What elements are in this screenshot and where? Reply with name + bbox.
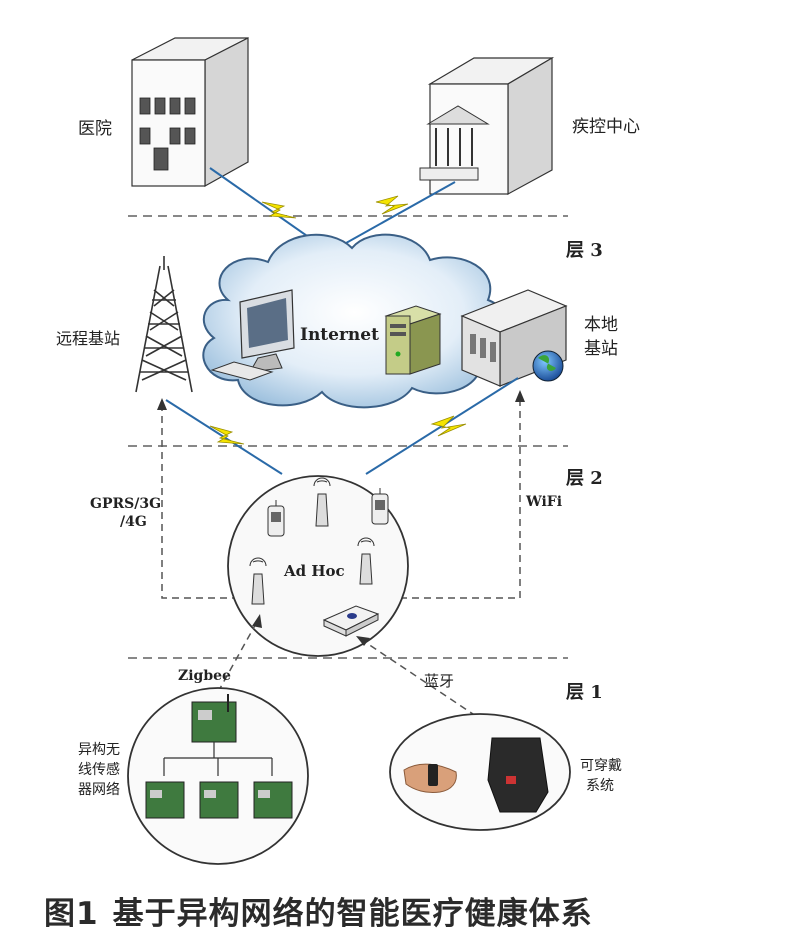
lightning-icon — [375, 195, 409, 215]
local-station-label-line2: 基站 — [584, 339, 618, 359]
remote-station-label: 远程基站 — [56, 329, 120, 348]
arrow-icon — [356, 636, 370, 646]
lightning-icon — [261, 201, 297, 219]
layer-divider-lines — [128, 215, 568, 659]
figure-title: 基于异构网络的智能医疗健康体系 — [112, 896, 593, 932]
arrow-icon — [252, 614, 262, 628]
zigbee-label: Zigbee — [178, 668, 231, 684]
sensor-board-icon — [191, 694, 237, 743]
arrow-up-icon — [515, 390, 525, 402]
sensor-board-icon — [253, 781, 293, 819]
wearable-label-line2: 系统 — [586, 778, 614, 794]
wireless-node-icon — [249, 557, 267, 605]
mobile-phone-icon — [267, 500, 285, 537]
mobile-phone-icon — [371, 488, 389, 525]
arrow-up-icon — [157, 398, 167, 410]
cdc-building-icon — [419, 56, 555, 196]
computer-monitor-icon — [210, 289, 295, 381]
gprs-label-line2: /4G — [120, 514, 147, 530]
wearable-label-line1: 可穿戴 — [580, 758, 622, 774]
layer1-label: 层 1 — [566, 682, 603, 703]
wsn-label-line2: 线传感 — [78, 761, 120, 778]
wearable-vest-icon — [487, 737, 549, 813]
hospital-label: 医院 — [78, 119, 112, 139]
sensor-hub-icon — [322, 605, 380, 637]
wsn-label-line1: 异构无 — [78, 742, 120, 758]
figure-caption: 图1 基于异构网络的智能医疗健康体系 — [44, 888, 607, 933]
wifi-label: WiFi — [525, 494, 562, 510]
local-base-station-icon — [460, 289, 568, 387]
remote-tower-icon — [135, 256, 193, 393]
lightning-icon — [209, 425, 245, 445]
internet-label: Internet — [300, 325, 379, 345]
sensor-board-icon — [145, 781, 185, 819]
gprs-label-line1: GPRS/3G — [90, 496, 161, 512]
tree-links — [163, 742, 273, 776]
wireless-node-icon — [357, 537, 375, 585]
globe-icon — [532, 350, 564, 382]
cdc-label: 疾控中心 — [572, 117, 640, 137]
layer2-label: 层 2 — [566, 468, 603, 489]
layer3-label: 层 3 — [566, 240, 603, 261]
figure-number: 图1 — [44, 896, 99, 932]
local-station-label-line1: 本地 — [584, 315, 618, 335]
hospital-building-icon — [131, 37, 249, 188]
wrist-band-icon — [403, 763, 457, 793]
sensor-board-icon — [199, 781, 239, 819]
server-icon — [384, 305, 442, 375]
lower-dashed-links — [217, 619, 477, 717]
wireless-node-icon — [313, 477, 331, 527]
wsn-label-line3: 器网络 — [78, 782, 120, 798]
adhoc-label: Ad Hoc — [283, 562, 345, 580]
bluetooth-label: 蓝牙 — [424, 672, 454, 690]
lightning-icon — [430, 415, 467, 437]
